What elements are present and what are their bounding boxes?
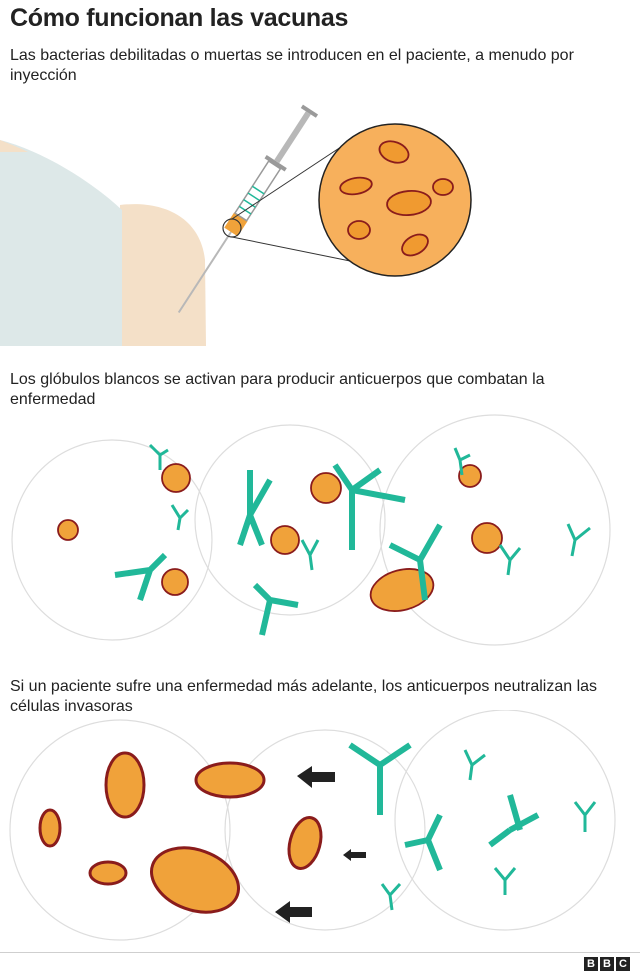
neutralizing-antibodies: [348, 742, 597, 911]
bacteria-cluster: [57, 463, 503, 612]
neutralization-illustration: [9, 710, 616, 941]
logo-letter: C: [616, 957, 630, 971]
cells: [9, 710, 616, 941]
immune-response-illustration: [11, 414, 611, 646]
injection-illustration: [0, 104, 472, 346]
bbc-logo: B B C: [584, 957, 630, 971]
arrow-icons: [275, 766, 366, 923]
logo-letter: B: [584, 957, 598, 971]
logo-letter: B: [600, 957, 614, 971]
step-1-caption: Las bacterias debilitadas o muertas se i…: [10, 47, 574, 84]
step-2-caption: Los glóbulos blancos se activan para pro…: [10, 371, 545, 408]
white-blood-cells: [11, 414, 611, 646]
page-title: Cómo funcionan las vacunas: [10, 4, 349, 32]
step-3-caption: Si un paciente sufre una enfermedad más …: [10, 678, 598, 715]
footer-divider: [0, 952, 640, 953]
antibodies: [114, 443, 591, 636]
magnified-bacteria: [318, 123, 472, 277]
syringe: [177, 104, 319, 314]
patient-arm: [0, 140, 206, 346]
invading-bacteria: [38, 751, 323, 914]
